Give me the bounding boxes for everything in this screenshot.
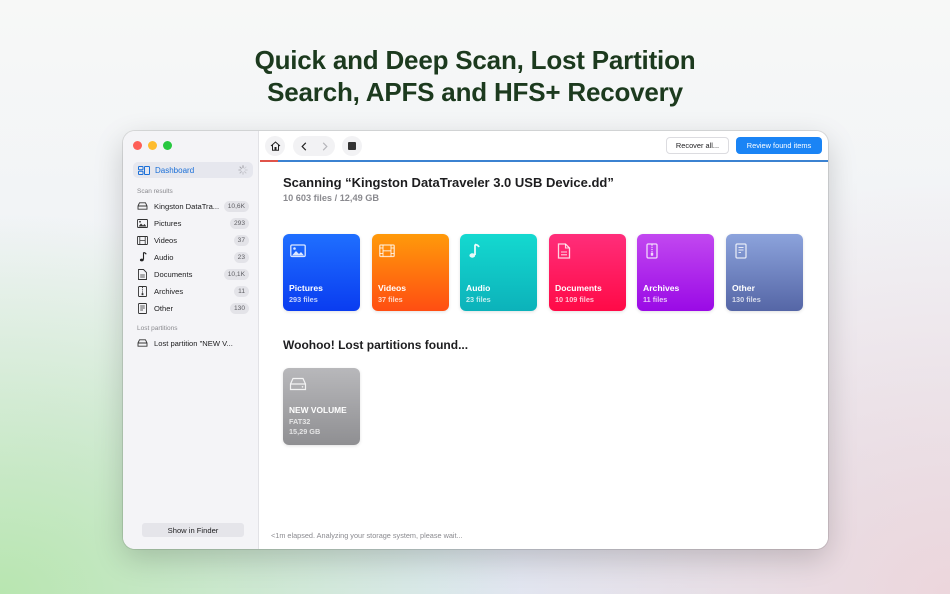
sidebar-item-kingston[interactable]: Kingston DataTra... 10,6K <box>137 199 249 213</box>
scan-results-header: Scan results <box>137 188 173 195</box>
sidebar-item-archives[interactable]: Archives 11 <box>137 284 249 298</box>
count-badge: 23 <box>233 251 249 263</box>
film-icon <box>379 244 395 258</box>
document-icon <box>137 268 148 280</box>
back-button[interactable] <box>294 136 314 156</box>
picture-icon <box>290 244 306 258</box>
zoom-window-button[interactable] <box>163 141 172 150</box>
home-button-group <box>265 136 285 156</box>
category-tile-other[interactable]: Other 130 files <box>726 234 803 311</box>
lost-partitions-header: Lost partitions <box>137 325 178 332</box>
other-file-icon <box>735 243 747 259</box>
count-badge: 37 <box>233 234 249 246</box>
close-window-button[interactable] <box>133 141 142 150</box>
minimize-window-button[interactable] <box>148 141 157 150</box>
sidebar-item-audio[interactable]: Audio 23 <box>137 250 249 264</box>
lost-partitions-title: Woohoo! Lost partitions found... <box>283 338 469 352</box>
chevron-right-icon <box>322 141 328 151</box>
main-content: Recover all... Review found items Scanni… <box>260 131 828 549</box>
headline: Quick and Deep Scan, Lost Partition Sear… <box>0 44 950 108</box>
drive-icon <box>289 377 307 391</box>
category-tile-archives[interactable]: Archives 11 files <box>637 234 714 311</box>
document-icon <box>557 243 571 259</box>
drive-icon <box>137 338 148 348</box>
headline-line-1: Quick and Deep Scan, Lost Partition <box>254 45 696 75</box>
sidebar-item-documents[interactable]: Documents 10,1K <box>137 267 249 281</box>
dashboard-label: Dashboard <box>155 165 195 175</box>
archive-icon <box>646 243 658 259</box>
film-icon <box>137 235 148 245</box>
dashboard-icon <box>138 165 150 175</box>
sidebar-item-videos[interactable]: Videos 37 <box>137 233 249 247</box>
stop-icon <box>348 142 356 150</box>
scan-title: Scanning “Kingston DataTraveler 3.0 USB … <box>283 175 614 190</box>
music-note-icon <box>137 252 148 262</box>
scan-progress-bar <box>260 160 828 162</box>
category-tile-audio[interactable]: Audio 23 files <box>460 234 537 311</box>
count-badge: 293 <box>229 217 249 229</box>
stop-button-group <box>342 136 362 156</box>
sidebar-item-other[interactable]: Other 130 <box>137 301 249 315</box>
sidebar-item-dashboard[interactable]: Dashboard <box>133 162 253 178</box>
other-file-icon <box>137 302 148 314</box>
lost-partition-tile[interactable]: NEW VOLUME FAT32 15,29 GB <box>283 368 360 445</box>
forward-button[interactable] <box>315 136 335 156</box>
show-in-finder-button[interactable]: Show in Finder <box>142 523 244 537</box>
count-badge: 10,6K <box>223 200 249 212</box>
home-icon <box>270 141 280 151</box>
review-found-items-button[interactable]: Review found items <box>736 137 822 154</box>
sidebar: Dashboard Scan results Kingston Dat <box>123 131 259 549</box>
category-tile-documents[interactable]: Documents 10 109 files <box>549 234 626 311</box>
sidebar-item-lost-partition[interactable]: Lost partition "NEW V... <box>137 336 249 350</box>
chevron-left-icon <box>300 141 306 151</box>
count-badge: 11 <box>234 285 249 297</box>
app-window: Dashboard Scan results Kingston Dat <box>123 131 828 549</box>
home-button[interactable] <box>265 136 285 156</box>
recover-all-button[interactable]: Recover all... <box>666 137 729 154</box>
loading-spinner-icon <box>238 165 248 175</box>
count-badge: 10,1K <box>223 268 249 280</box>
count-badge: 130 <box>229 302 249 314</box>
category-tile-pictures[interactable]: Pictures 293 files <box>283 234 360 311</box>
window-controls <box>133 141 172 150</box>
status-text: <1m elapsed. Analyzing your storage syst… <box>271 531 463 540</box>
sidebar-item-pictures[interactable]: Pictures 293 <box>137 216 249 230</box>
category-tile-videos[interactable]: Videos 37 files <box>372 234 449 311</box>
stop-scan-button[interactable] <box>342 136 362 156</box>
drive-icon <box>137 201 148 211</box>
music-note-icon <box>469 243 480 258</box>
headline-line-2: Search, APFS and HFS+ Recovery <box>267 77 683 107</box>
archive-icon <box>137 285 148 297</box>
scan-progress-indicator <box>260 160 278 162</box>
nav-button-group <box>293 136 335 156</box>
picture-icon <box>137 218 148 228</box>
scan-summary: 10 603 files / 12,49 GB <box>283 193 380 203</box>
